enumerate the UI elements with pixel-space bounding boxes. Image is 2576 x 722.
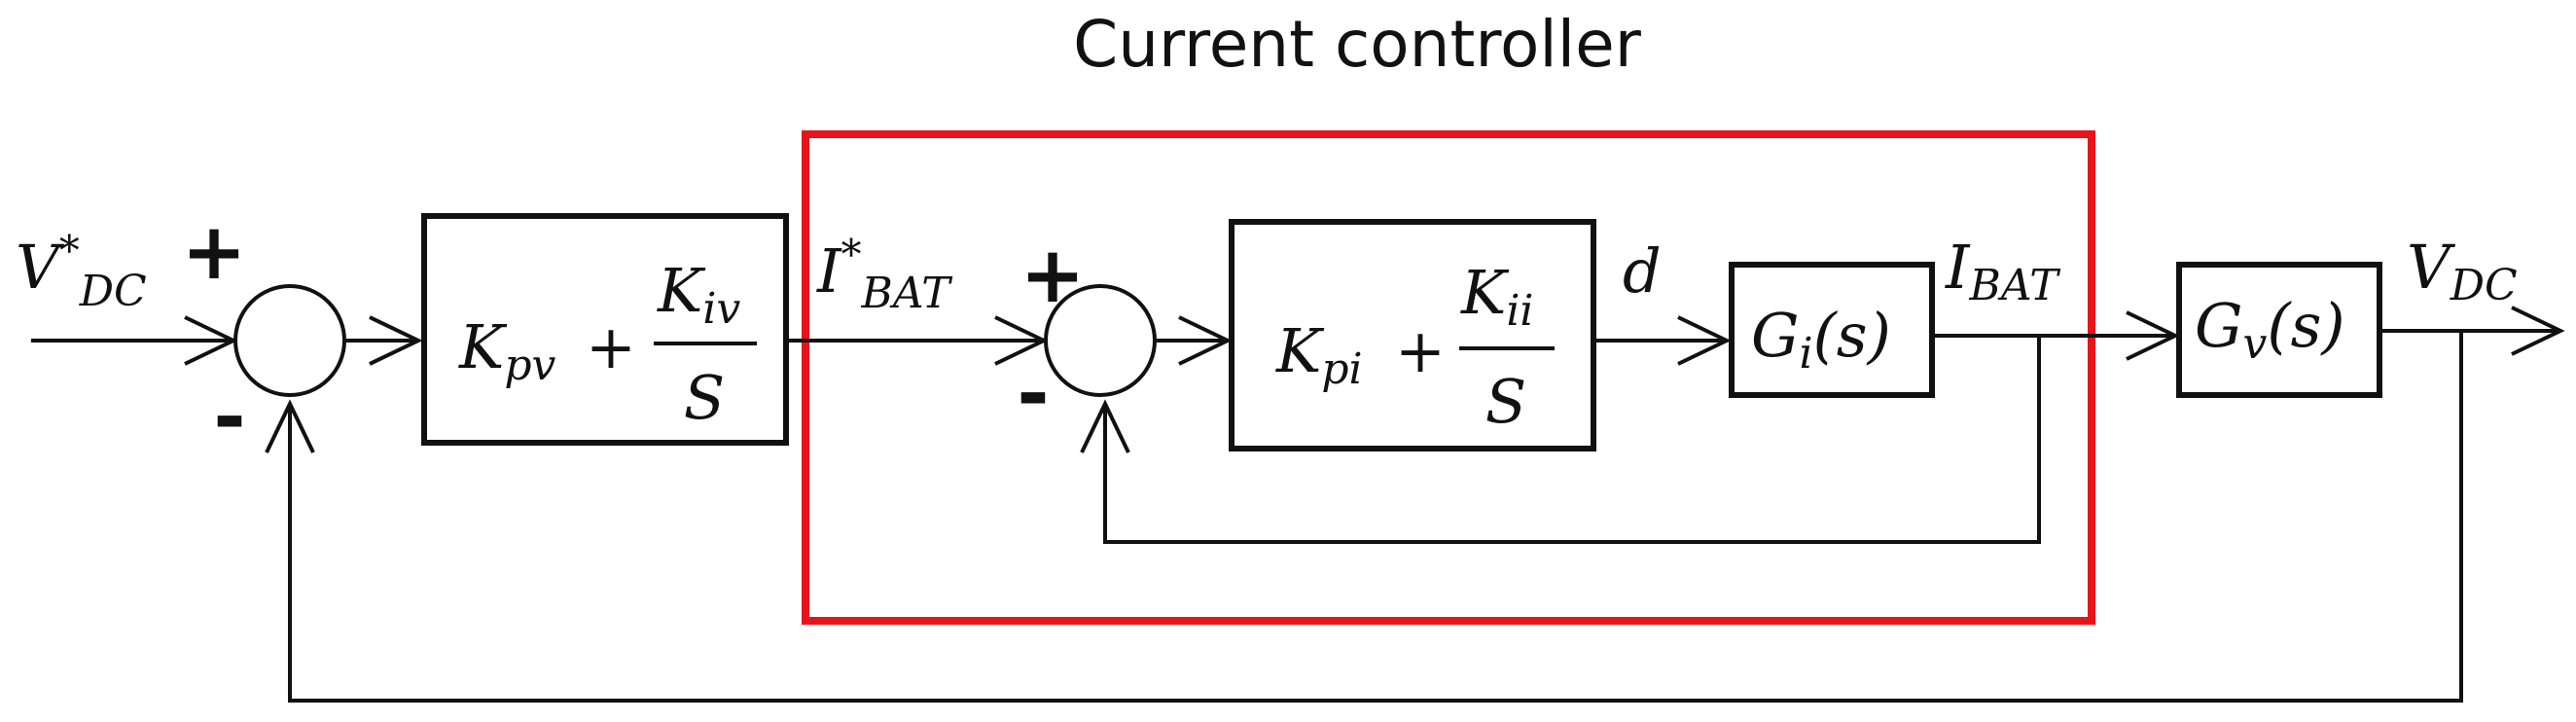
svg-text:Gv(s): Gv(s) xyxy=(2195,290,2345,369)
signal-ibat-ref: I*BAT xyxy=(816,231,953,318)
current-pi-k: K xyxy=(1275,315,1325,386)
voltage-pi-k: K xyxy=(458,311,508,382)
voltage-pi-k-sub: pv xyxy=(504,341,555,390)
inner-feedback-path xyxy=(1080,336,2041,544)
outer-minus-sign: - xyxy=(213,372,245,462)
current-controller-frame xyxy=(802,130,2095,625)
current-plant-arg: (s) xyxy=(1813,300,1891,371)
current-pi-plus: + xyxy=(1395,315,1446,386)
signal-vdc-ref: V*DC xyxy=(16,227,147,316)
voltage-plant-block: Gv(s) xyxy=(2176,262,2382,398)
svg-text:Kpv: Kpv xyxy=(458,311,555,390)
voltage-pi-controller-block: Kpv + Kiv S xyxy=(421,213,789,446)
voltage-plant-name: G xyxy=(2195,290,2243,361)
outer-feedback-path xyxy=(265,331,2463,703)
svg-text:Gi(s): Gi(s) xyxy=(1751,300,1891,379)
current-pi-k-sub: pi xyxy=(1321,344,1362,394)
outer-summing-junction xyxy=(233,284,346,397)
diagram-title: Current controller xyxy=(1073,7,1642,82)
current-plant-block: Gi(s) xyxy=(1729,262,1935,398)
voltage-pi-plus: + xyxy=(586,311,636,382)
signal-vdc: VDC xyxy=(2407,232,2518,310)
svg-text:Kii: Kii xyxy=(1460,257,1533,336)
current-pi-den: S xyxy=(1485,366,1526,437)
svg-text:Kpi: Kpi xyxy=(1275,315,1363,394)
voltage-pi-num: K xyxy=(657,255,706,326)
voltage-pi-den: S xyxy=(684,362,725,433)
current-plant-name: G xyxy=(1751,300,1800,371)
signal-ibat: IBAT xyxy=(1945,232,2061,310)
current-pi-controller-block: Kpi + Kii S xyxy=(1229,219,1596,451)
inner-plus-sign: + xyxy=(1020,230,1085,320)
svg-text:Kiv: Kiv xyxy=(657,255,740,334)
voltage-pi-num-sub: iv xyxy=(702,284,740,334)
signal-duty: d xyxy=(1623,235,1662,307)
current-plant-sub: i xyxy=(1800,329,1813,379)
inner-summing-junction xyxy=(1044,284,1157,397)
current-pi-num-sub: ii xyxy=(1506,286,1533,336)
current-pi-num: K xyxy=(1460,257,1510,328)
voltage-plant-sub: v xyxy=(2243,319,2268,369)
inner-minus-sign: - xyxy=(1017,348,1049,439)
voltage-plant-arg: (s) xyxy=(2267,290,2344,361)
outer-plus-sign: + xyxy=(181,206,246,297)
